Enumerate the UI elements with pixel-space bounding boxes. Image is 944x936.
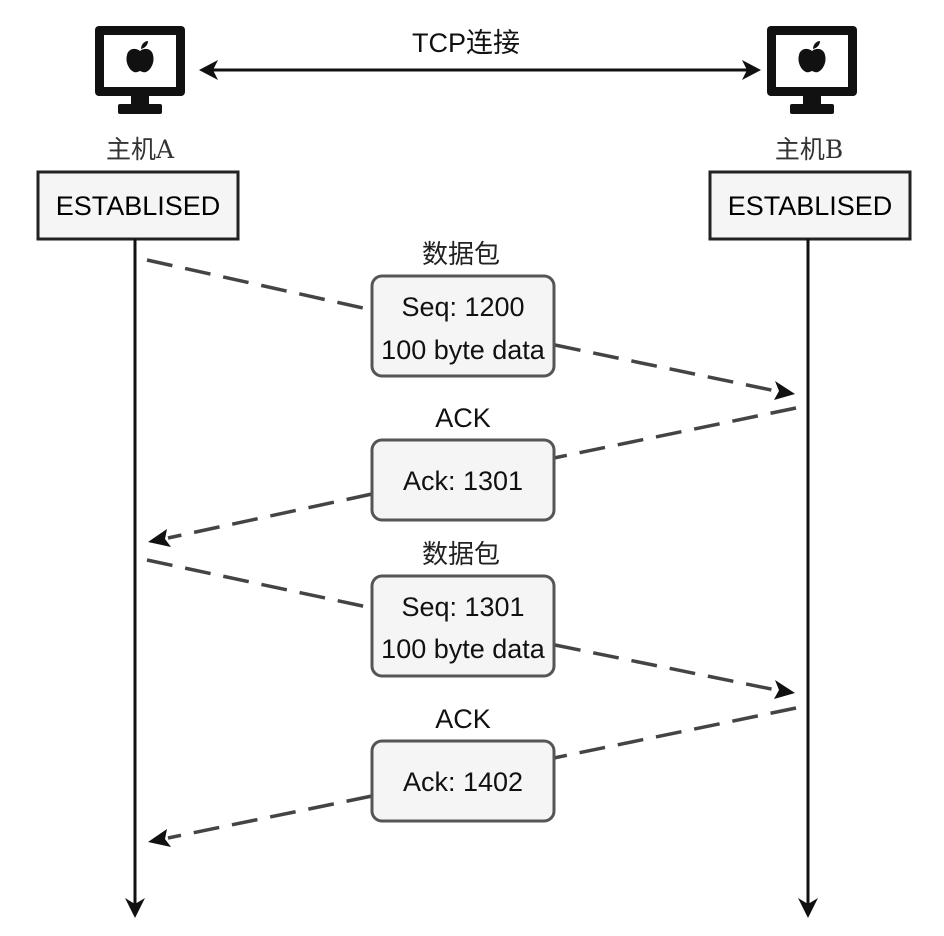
host-a-lifeline <box>125 239 145 918</box>
host-b-monitor-icon <box>767 26 857 114</box>
message-3-line-2: 100 byte data <box>381 634 546 664</box>
tcp-connection-arrow <box>199 60 761 80</box>
message-2-title: ACK <box>435 403 491 433</box>
message-1-arrowhead <box>774 381 795 400</box>
message-4-line-1: Ack: 1402 <box>403 767 523 797</box>
message-2-box <box>370 438 556 522</box>
host-a-monitor-icon <box>95 26 185 114</box>
host-a-state-box: ESTABLISED <box>36 170 240 241</box>
message-1-data-packet: 数据包 Seq: 1200 100 byte data <box>146 240 795 400</box>
message-1-line-2: 100 byte data <box>381 335 546 365</box>
message-3-title: 数据包 <box>422 540 500 570</box>
message-1-title: 数据包 <box>422 240 500 270</box>
host-b-name: 主机B <box>775 135 843 164</box>
message-3-box <box>370 574 556 678</box>
host-a-name: 主机A <box>106 135 175 164</box>
host-b-apple-icon <box>798 41 826 73</box>
message-4-ack: ACK Ack: 1402 <box>148 704 797 847</box>
host-b-state-box: ESTABLISED <box>708 170 912 241</box>
message-1-line-1: Seq: 1200 <box>401 292 524 322</box>
host-a-apple-icon <box>126 41 154 73</box>
host-a-state-label: ESTABLISED <box>56 191 221 221</box>
message-3-arrowhead <box>774 680 795 699</box>
message-1-box <box>370 274 556 378</box>
host-b-lifeline <box>798 239 818 918</box>
message-4-box <box>370 739 556 823</box>
message-4-title: ACK <box>435 704 491 734</box>
tcp-connection-label: TCP连接 <box>412 28 520 58</box>
message-4-arrowhead <box>148 829 171 847</box>
message-2-arrowhead <box>148 529 171 547</box>
message-2-line-1: Ack: 1301 <box>403 466 523 496</box>
message-2-ack: ACK Ack: 1301 <box>148 403 797 547</box>
message-3-data-packet: 数据包 Seq: 1301 100 byte data <box>146 540 795 699</box>
host-b-state-label: ESTABLISED <box>728 191 893 221</box>
message-3-line-1: Seq: 1301 <box>401 592 524 622</box>
